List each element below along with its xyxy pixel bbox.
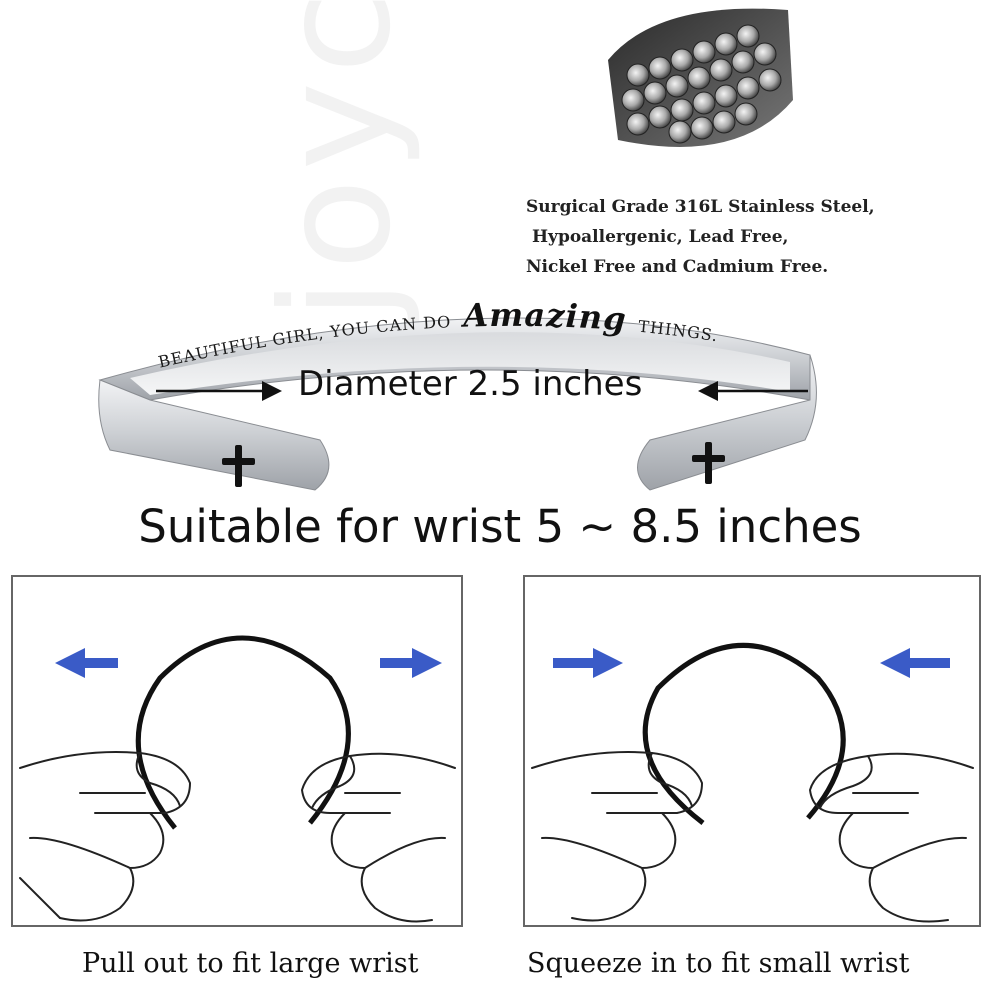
wrist-fit-label: Suitable for wrist 5 ~ 8.5 inches [138, 500, 862, 553]
arrow-right-icon [553, 648, 623, 678]
material-line-3: Nickel Free and Cadmium Free. [526, 257, 829, 277]
arrow-left-icon [55, 648, 118, 678]
diameter-arrows [156, 381, 808, 401]
cuff-outline [135, 635, 351, 830]
cuff-outline [642, 642, 846, 825]
rod-ends [621, 24, 782, 144]
material-line-2: Hypoallergenic, Lead Free, [532, 227, 789, 247]
diameter-label: Diameter 2.5 inches [298, 364, 643, 404]
right-hand-icon [301, 752, 456, 923]
arrow-right-icon [156, 381, 282, 401]
cross-icon [222, 445, 255, 487]
watermark: joycuff [250, 0, 424, 320]
squeeze-in-caption: Squeeze in to fit small wrist [527, 948, 910, 979]
arrow-right-icon [380, 648, 442, 678]
squeeze-in-panel [523, 575, 981, 927]
steel-rods-image [608, 8, 793, 147]
material-line-1: Surgical Grade 316L Stainless Steel, [526, 197, 875, 217]
arrow-left-icon [698, 381, 808, 401]
pull-out-caption: Pull out to fit large wrist [82, 948, 419, 979]
material-caption: Surgical Grade 316L Stainless Steel, Hyp… [526, 192, 906, 282]
engraving-script-word: Amazing [460, 300, 628, 338]
right-hand-icon [809, 752, 974, 923]
left-hand-icon [531, 751, 703, 922]
pull-out-panel [11, 575, 463, 927]
cuff-bracelet-image: BEAUTIFUL GIRL, YOU CAN DO Amazing THING… [98, 300, 817, 491]
left-hand-icon [19, 751, 191, 922]
arrow-left-icon [880, 648, 950, 678]
cross-icon [692, 442, 725, 484]
